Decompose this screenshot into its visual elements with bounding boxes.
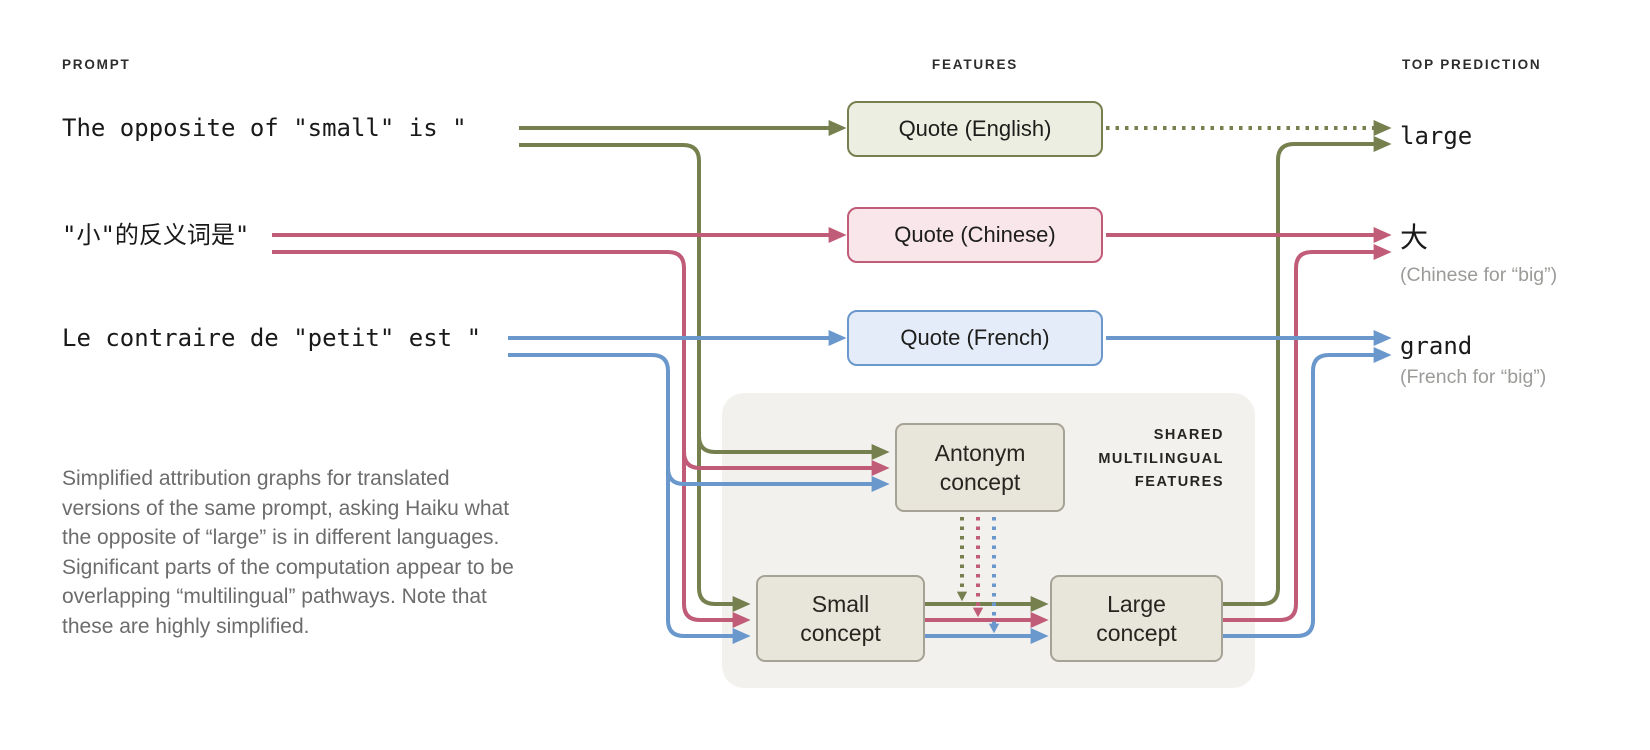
french-branch-to-antonym-path bbox=[666, 467, 890, 492]
shared-features-label-line2: MULTILINGUAL bbox=[1098, 450, 1224, 467]
feature-box-quote-chinese-label: Quote (Chinese) bbox=[894, 222, 1056, 247]
prediction-chinese-note: (Chinese for “big”) bbox=[1400, 264, 1558, 286]
chinese-dive-to-small-path bbox=[272, 250, 751, 628]
shared-features-label: SHARED MULTILINGUAL FEATURES bbox=[1004, 424, 1224, 495]
english-branch-to-antonym-path bbox=[697, 435, 890, 460]
concept-box-small: Small concept bbox=[756, 575, 925, 662]
feature-box-quote-english-label: Quote (English) bbox=[898, 116, 1052, 141]
figure-caption: Simplified attribution graphs for transl… bbox=[62, 467, 514, 638]
prompt-english: The opposite of "small" is " bbox=[62, 114, 467, 142]
large-concept-to-french-prediction-path bbox=[1223, 347, 1392, 638]
prompt-column-header: PROMPT bbox=[62, 57, 131, 72]
chinese-branch-to-antonym-path bbox=[682, 451, 890, 476]
english-dive-to-small-path bbox=[519, 143, 751, 612]
feature-box-quote-french-label: Quote (French) bbox=[900, 325, 1050, 350]
shared-features-label-line3: FEATURES bbox=[1134, 474, 1224, 490]
prompt-chinese: "小"的反义词是" bbox=[62, 221, 250, 249]
top-prediction-column-header: TOP PREDICTION bbox=[1402, 57, 1542, 72]
prediction-chinese: 大 bbox=[1400, 221, 1429, 254]
french-dive-to-small-path bbox=[508, 353, 751, 644]
prediction-french: grand bbox=[1400, 332, 1473, 360]
concept-box-large: Large concept bbox=[1050, 575, 1223, 662]
feature-box-quote-chinese: Quote (Chinese) bbox=[847, 207, 1103, 263]
feature-box-quote-english: Quote (English) bbox=[847, 101, 1103, 157]
feature-box-quote-french: Quote (French) bbox=[847, 310, 1103, 366]
prompt-french: Le contraire de "petit" est " bbox=[62, 324, 482, 352]
shared-features-label-line1: SHARED bbox=[1153, 427, 1224, 443]
prediction-french-note: (French for “big”) bbox=[1400, 366, 1547, 388]
prediction-english: large bbox=[1400, 122, 1473, 150]
concept-box-antonym: Antonym concept bbox=[895, 423, 1065, 512]
large-concept-to-chinese-prediction-path bbox=[1223, 244, 1392, 622]
concept-box-small-label: Small concept bbox=[800, 590, 881, 646]
concept-box-antonym-label: Antonym concept bbox=[934, 439, 1026, 495]
concept-box-large-label: Large concept bbox=[1096, 590, 1177, 646]
features-column-header: FEATURES bbox=[931, 57, 1019, 72]
large-concept-to-english-prediction-path bbox=[1223, 136, 1392, 606]
